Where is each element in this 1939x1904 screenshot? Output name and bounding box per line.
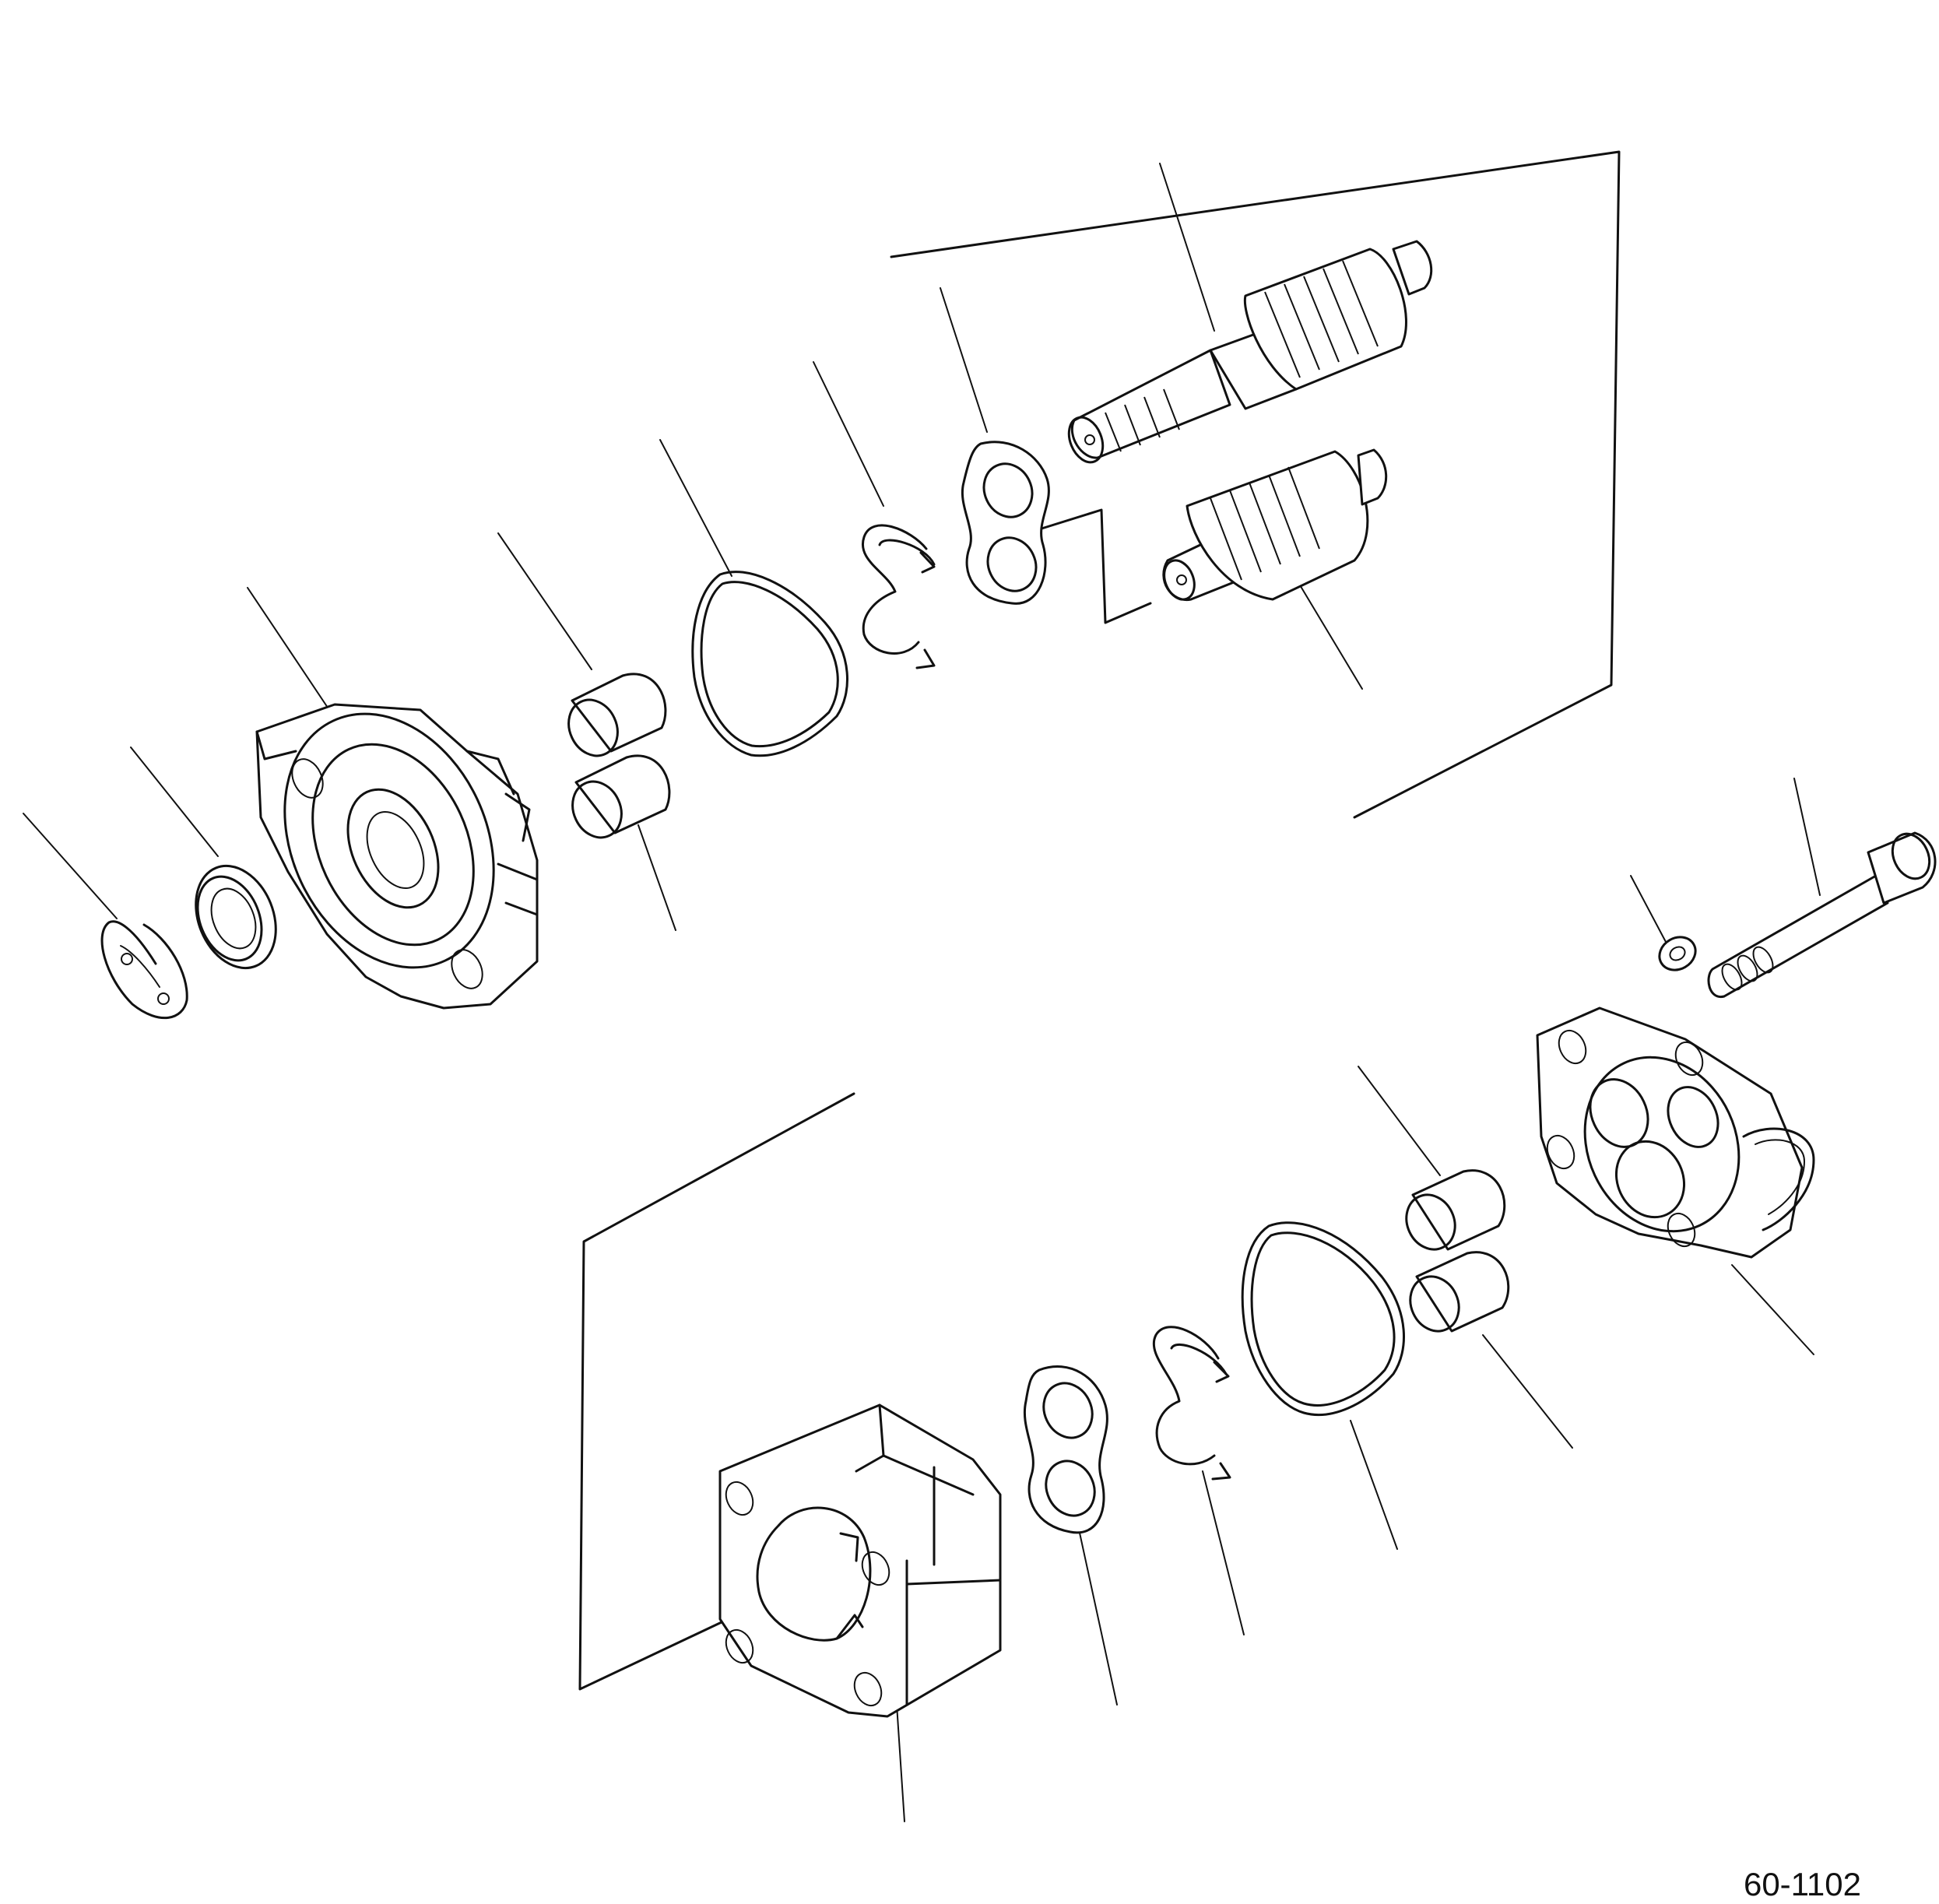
drawing-number: 60-1102: [1743, 1866, 1861, 1902]
upper-assembly-bracket: [891, 152, 1619, 817]
leader-snap-ring: [23, 813, 117, 919]
seal-plate-front: [962, 442, 1049, 604]
washer: [1653, 931, 1702, 977]
o-ring-rear: [1242, 1223, 1403, 1415]
seal-plate-rear: [1024, 1367, 1107, 1533]
leader-front-bushing-upper: [498, 533, 592, 669]
leader-washer: [1631, 876, 1666, 942]
bolt: [1709, 828, 1937, 997]
leader-front-o-ring: [660, 440, 732, 576]
leader-rear-backup-ring: [1203, 1471, 1244, 1635]
leader-rear-seal-plate: [1078, 1526, 1117, 1705]
bushing-rear-lower: [1402, 1252, 1509, 1340]
leader-front-bushing-lower: [638, 825, 676, 930]
bushing-front-upper: [560, 674, 666, 764]
front-cover: [245, 680, 537, 1008]
snap-ring-front: [102, 922, 187, 1018]
leader-lines: [23, 163, 1820, 1821]
leader-rear-cover: [1732, 1265, 1814, 1354]
leader-oil-seal: [131, 747, 218, 856]
pump-body: [720, 1405, 1000, 1716]
backup-ring-front: [862, 525, 934, 668]
leader-rear-bushing-upper: [1358, 1066, 1440, 1175]
leader-front-cover: [248, 588, 331, 712]
leader-bolt: [1794, 778, 1820, 895]
rear-cover: [1537, 1008, 1814, 1257]
oil-seal: [181, 854, 290, 980]
leader-front-backup-ring: [813, 362, 883, 506]
leader-drive-gear: [1160, 163, 1214, 331]
lower-assembly-bracket: [580, 1094, 854, 1689]
driven-gear: [1159, 450, 1386, 604]
leader-driven-gear: [1292, 572, 1362, 689]
leader-front-seal-plate: [940, 288, 987, 432]
leader-rear-bushing-lower: [1483, 1335, 1572, 1448]
leader-rear-o-ring: [1351, 1421, 1397, 1549]
bushing-front-lower: [564, 756, 669, 845]
bushing-rear-upper: [1398, 1171, 1505, 1258]
backup-ring-rear: [1154, 1327, 1230, 1479]
drive-gear-shaft: [1063, 241, 1431, 467]
o-ring-front: [693, 572, 848, 756]
